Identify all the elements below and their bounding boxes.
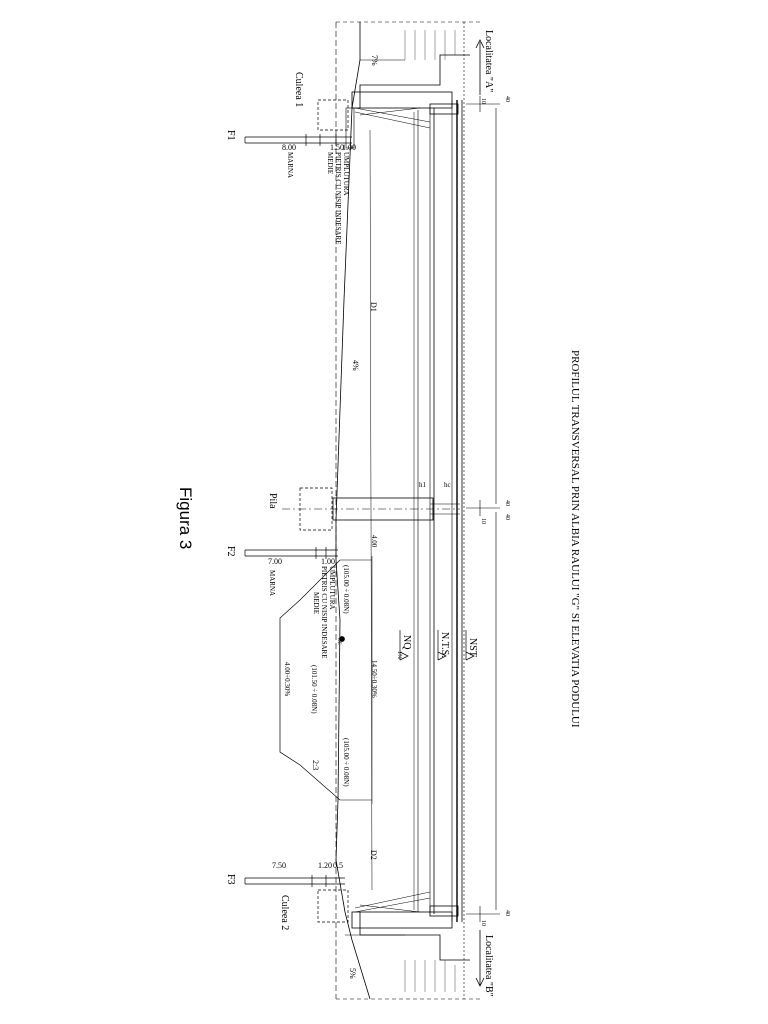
f3-label: F3 <box>225 874 236 885</box>
f2-label: F2 <box>225 546 236 557</box>
stratum-umplutura-1: UMPLUTURA <box>342 152 350 196</box>
figure-label: Figura 3 <box>176 487 195 549</box>
deck-dim-40-bottom: 40 <box>504 910 510 916</box>
abutment-2 <box>317 889 470 1000</box>
f2-length: 7.00 <box>268 557 282 566</box>
pier-h1: h1 <box>419 481 427 489</box>
culee1-label: Culeea 1 <box>293 72 304 107</box>
span-d2: D2 <box>369 850 378 860</box>
water-level-markers <box>339 630 475 661</box>
stratum-umplutura-2: UMPLUTURA <box>328 566 336 610</box>
boring-f3 <box>244 875 345 887</box>
boring-f1 <box>244 134 352 146</box>
slope-top-left: 7% <box>370 55 379 66</box>
deck-dim-40-top: 40 <box>504 96 510 102</box>
locality-b-label: Localitatea "B" <box>483 935 494 997</box>
abutment-1 <box>317 22 470 149</box>
pila-label: Pila <box>267 493 278 509</box>
hatch-bottom-right <box>404 960 456 992</box>
ground-line <box>335 107 415 913</box>
stratum-medie-2: MEDIE <box>312 592 320 614</box>
span-d1: D1 <box>369 302 378 312</box>
drawing-title: PROFILUL TRANSVERSAL PRIN ALBIA RAULUI "… <box>569 350 581 728</box>
locality-a-label: Localitatea "A" <box>483 30 494 92</box>
elevation-2: (101.50 ÷ 0.08N) <box>310 665 318 714</box>
elevation-de: DE <box>336 638 341 645</box>
level-nts: N.T.S. <box>439 632 450 658</box>
river-channel <box>279 556 373 804</box>
level-nq-sub: 1% <box>396 651 402 659</box>
level-nq: NQ <box>401 635 412 650</box>
f3-small: 1.20 <box>318 861 332 870</box>
stratum-medie-1: MEDIE <box>326 152 334 174</box>
boring-f2 <box>244 547 338 559</box>
stratum-pietris-1: PIETRIS CU NISIP INDESARE <box>334 152 342 245</box>
pier-dim-4: 4.00 <box>370 535 378 548</box>
f1-small-2: 1.00 <box>342 143 356 152</box>
elevation-1: (105.00 ÷ 0.08N) <box>342 565 350 614</box>
slope-middle: 4% <box>351 360 360 371</box>
pier-hc: hc <box>444 481 451 489</box>
deck-dim-40-a: 40 <box>504 500 510 506</box>
labels: PROFILUL TRANSVERSAL PRIN ALBIA RAULUI "… <box>176 30 581 997</box>
deck-dim-40-b: 40 <box>504 514 510 520</box>
stratum-marna-1: MARNA <box>286 152 294 178</box>
deck-dim-10-c: 10 <box>480 920 486 926</box>
slope-embankment: 2:3 <box>311 760 320 770</box>
stratum-marna-2: MARNA <box>268 570 276 596</box>
culee2-label: Culeea 2 <box>279 895 290 930</box>
deck-dim-10-b: 10 <box>480 518 486 524</box>
f2-small: 1.00 <box>321 557 335 566</box>
slope-bottom-right: 5% <box>348 968 357 979</box>
bridge-deck <box>417 96 500 922</box>
f1-small-1: 1.50 <box>330 143 344 152</box>
hatch-top-left <box>404 30 456 60</box>
f1-label: F1 <box>225 130 236 141</box>
regulation-width: 4.00÷0.30% <box>283 662 291 696</box>
pier <box>282 487 460 531</box>
level-nst: NST <box>467 638 478 657</box>
f3-small-2: 0.5 <box>333 861 343 870</box>
locality-arrows <box>475 39 485 987</box>
elevation-3: (105.00 ÷ 0.08N) <box>342 738 350 787</box>
deck-dim-10-a: 10 <box>480 98 486 104</box>
river-width: 14.50÷0.30% <box>370 660 378 698</box>
f3-length: 7.50 <box>272 861 286 870</box>
f1-length: 8.00 <box>282 143 296 152</box>
drawing-extents <box>335 21 480 1000</box>
stratum-pietris-2: PIETRIS CU NISIP INDESARE <box>320 566 328 659</box>
